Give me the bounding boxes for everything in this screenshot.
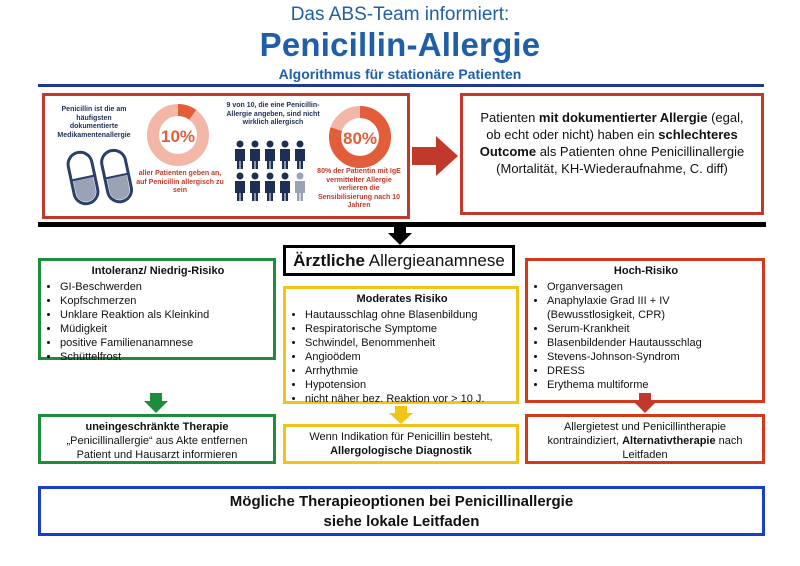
therapy-high-bold: Alternativtherapie xyxy=(622,435,716,447)
arrow-down-icon xyxy=(388,225,412,245)
therapy-moderate-line1: Wenn Indikation für Penicillin besteht, xyxy=(309,431,493,443)
therapy-moderate-box: Wenn Indikation für Penicillin besteht, … xyxy=(283,424,519,464)
person-icon xyxy=(235,140,245,169)
high-risk-list: Organversagen Anaphylaxie Grad III + IV … xyxy=(534,280,758,392)
list-item: Anaphylaxie Grad III + IV (Bewusstlosigk… xyxy=(547,294,758,322)
list-item: Unklare Reaktion als Kleinkind xyxy=(60,308,269,322)
arrow-right-icon xyxy=(412,136,458,176)
outcome-text-3: als Patienten ohne Penicillinallergie (M… xyxy=(496,144,745,176)
header-kicker: Das ABS-Team informiert: xyxy=(290,4,510,25)
therapy-high-line1: Allergietest und Penicillintherapie xyxy=(563,421,727,433)
stat2-caption: 80% der Patientin mit IgE vermittelter A… xyxy=(317,168,401,209)
therapy-high-box: Allergietest und Penicillintherapie kont… xyxy=(525,414,765,464)
low-risk-heading: Intoleranz/ Niedrig-Risiko xyxy=(91,265,225,277)
outcome-text-2: (egal, ob echt oder nicht) haben ein xyxy=(486,110,744,142)
pill-capsules-icon xyxy=(66,148,133,206)
header-divider xyxy=(38,84,764,87)
person-icon xyxy=(295,140,305,169)
stat1-value: 10% xyxy=(161,127,195,146)
list-item: Respiratorische Symptome xyxy=(305,322,512,336)
moderate-risk-heading: Moderates Risiko xyxy=(356,293,448,305)
therapy-low-box: uneingeschränkte Therapie „Penicillinall… xyxy=(38,414,276,464)
list-item: GI-Beschwerden xyxy=(60,280,269,294)
stat1-caption: aller Patienten geben an, auf Penicillin… xyxy=(136,170,224,194)
list-item: positive Familienanamnese xyxy=(60,336,269,350)
person-icon xyxy=(280,172,290,201)
high-risk-box: Hoch-Risiko Organversagen Anaphylaxie Gr… xyxy=(525,258,765,403)
outcome-bold-1: mit dokumentierter Allergie xyxy=(538,110,708,125)
list-item: Schüttelfrost xyxy=(60,350,269,364)
person-icon xyxy=(280,140,290,169)
section-divider xyxy=(38,222,766,227)
list-item: Organversagen xyxy=(547,280,758,294)
moderate-risk-box: Moderates Risiko Hautausschlag ohne Blas… xyxy=(283,286,519,406)
people-icons xyxy=(235,140,305,201)
anamnese-bold: Ärztliche xyxy=(293,251,365,270)
arrow-down-yellow-icon xyxy=(389,406,413,424)
list-item: DRESS xyxy=(547,364,758,378)
facts-box: Penicillin ist die am häufigsten dokumen… xyxy=(42,93,410,219)
arrow-down-red-icon xyxy=(633,393,657,413)
high-risk-heading: Hoch-Risiko xyxy=(613,265,679,277)
outcome-bold-2: schlechteres Outcome xyxy=(479,127,738,159)
therapy-high-line2a: kontraindiziert, xyxy=(547,435,623,447)
list-item: Stevens-Johnson-Syndrom xyxy=(547,350,758,364)
therapy-low-line2: „Penicillinallergie“ aus Akte entfernen xyxy=(66,435,248,447)
list-item: Hautausschlag ohne Blasenbildung xyxy=(305,308,512,322)
therapy-options-line1: Mögliche Therapieoptionen bei Penicillin… xyxy=(229,493,574,510)
therapy-low-title: uneingeschränkte Therapie xyxy=(85,421,229,433)
person-icon xyxy=(250,140,260,169)
list-item: Schwindel, Benommenheit xyxy=(305,336,512,350)
therapy-options-box: Mögliche Therapieoptionen bei Penicillin… xyxy=(38,486,765,536)
moderate-risk-list: Hautausschlag ohne Blasenbildung Respira… xyxy=(292,308,512,406)
anamnese-box: Ärztliche Allergieanamnese xyxy=(283,245,515,276)
list-item: Angioödem xyxy=(305,350,512,364)
people-caption: 9 von 10, die eine Penicillin-Allergie a… xyxy=(226,102,320,126)
person-icon xyxy=(265,140,275,169)
therapy-options-line2: siehe lokale Leitfaden xyxy=(323,513,480,530)
low-risk-list: GI-Beschwerden Kopfschmerzen Unklare Rea… xyxy=(47,280,269,364)
stat2-value: 80% xyxy=(343,129,377,148)
list-item: Müdigkeit xyxy=(60,322,269,336)
person-icon xyxy=(295,172,305,201)
person-icon xyxy=(250,172,260,201)
stat-80-percent-ring: 80% xyxy=(329,106,391,168)
therapy-moderate-bold: Allergologische Diagnostik xyxy=(330,445,472,457)
list-item: Kopfschmerzen xyxy=(60,294,269,308)
anamnese-rest: Allergieanamnese xyxy=(364,251,505,270)
pill-caption: Penicillin ist die am häufigsten dokumen… xyxy=(57,106,131,139)
list-item: Arrhythmie xyxy=(305,364,512,378)
list-item: Serum-Krankheit xyxy=(547,322,758,336)
list-item: Erythema multiforme xyxy=(547,378,758,392)
list-item: Hypotension xyxy=(305,378,512,392)
low-risk-box: Intoleranz/ Niedrig-Risiko GI-Beschwerde… xyxy=(38,258,276,363)
stat-10-percent-ring: 10% xyxy=(147,104,209,166)
therapy-low-line3: Patient und Hausarzt informieren xyxy=(76,449,238,461)
page-title: Penicillin-Allergie xyxy=(259,26,541,63)
outcome-text-1: Patienten xyxy=(480,110,539,125)
outcome-box: Patienten mit dokumentierter Allergie (e… xyxy=(460,93,764,215)
person-icon xyxy=(265,172,275,201)
page-subtitle: Algorithmus für stationäre Patienten xyxy=(278,66,522,82)
therapy-high-line2b: nach xyxy=(715,435,743,447)
therapy-high-line3: Leitfaden xyxy=(622,449,668,461)
person-icon xyxy=(235,172,245,201)
list-item: Blasenbildender Hautausschlag xyxy=(547,336,758,350)
list-item: nicht näher bez. Reaktion vor > 10 J. xyxy=(305,392,512,406)
arrow-down-green-icon xyxy=(144,393,168,413)
